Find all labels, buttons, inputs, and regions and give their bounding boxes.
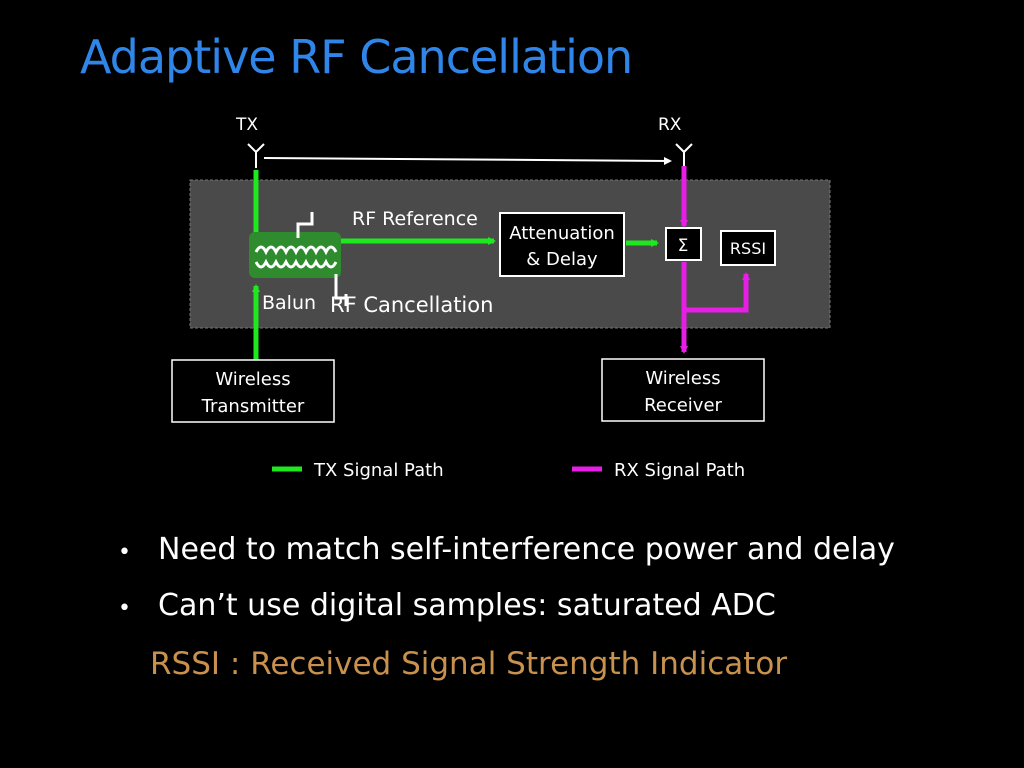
footnote: RSSI : Received Signal Strength Indicato…	[150, 646, 788, 682]
sum-symbol: Σ	[678, 236, 689, 256]
bullet-dot: •	[118, 596, 131, 621]
bullet-item: • Need to match self-interference power a…	[118, 530, 895, 586]
summation-block	[665, 227, 702, 261]
balun-icon	[249, 212, 348, 306]
rf-cancellation-label: RF Cancellation	[330, 293, 493, 317]
air-path-arrow	[263, 156, 672, 165]
tx-label: TX	[235, 115, 258, 135]
slide-title: Adaptive RF Cancellation	[80, 30, 633, 84]
balun-label: Balun	[262, 292, 316, 314]
tx-antenna-icon	[247, 143, 265, 168]
rssi-label: RSSI	[730, 239, 766, 258]
bullet-item: • Can’t use digital samples: saturated AD…	[118, 586, 895, 642]
bullet-text: Need to match self-interference power an…	[158, 532, 895, 567]
bullet-dot: •	[118, 540, 131, 565]
rx-path-to-rssi	[684, 272, 750, 313]
wireless-transmitter-block	[171, 359, 335, 423]
bullet-text: Can’t use digital samples: saturated ADC	[158, 588, 776, 623]
legend-rx-label: RX Signal Path	[614, 460, 745, 481]
rx-label: RX	[658, 115, 682, 135]
rf-reference-label: RF Reference	[352, 208, 478, 230]
receiver-label-line1: Wireless	[645, 368, 720, 389]
transmitter-label-line2: Transmitter	[201, 396, 305, 417]
attenuation-label-line2: & Delay	[526, 249, 598, 270]
attenuation-delay-block	[499, 212, 625, 277]
receiver-label-line2: Receiver	[644, 395, 722, 416]
wireless-receiver-block	[601, 358, 765, 422]
rx-antenna-icon	[675, 143, 693, 168]
rssi-block	[720, 230, 776, 266]
transmitter-label-line1: Wireless	[215, 369, 290, 390]
legend-tx-label: TX Signal Path	[313, 460, 444, 481]
attenuation-label-line1: Attenuation	[509, 223, 615, 244]
bullet-list: • Need to match self-interference power a…	[118, 530, 895, 642]
